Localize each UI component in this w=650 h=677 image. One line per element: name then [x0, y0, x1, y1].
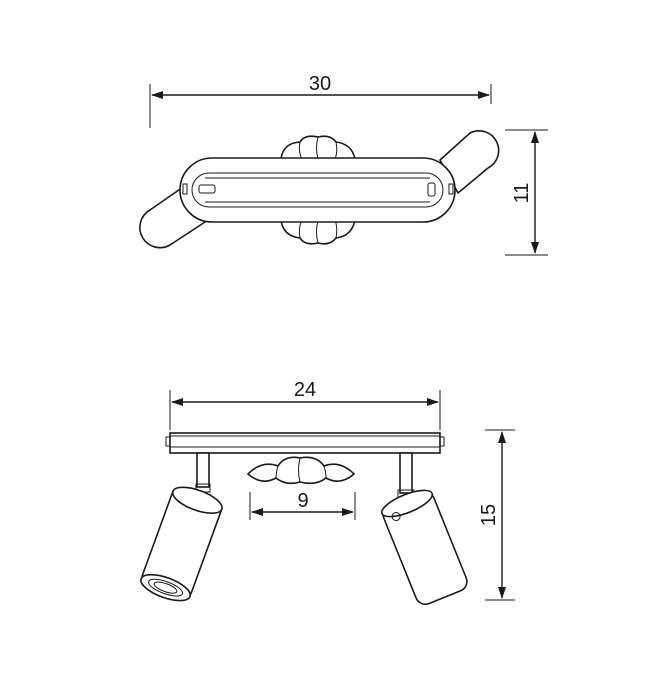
width-dimension-top: 30 [149, 73, 492, 128]
width-dimension-front: 24 [169, 379, 441, 430]
left-spotlight-front [140, 452, 223, 602]
top-view: 30 [139, 73, 548, 256]
canopy-flower-front [246, 456, 356, 485]
front-view: 24 9 [140, 379, 515, 606]
width-label-top: 30 [309, 73, 331, 95]
height-label-top: 11 [511, 183, 533, 204]
right-spotlight-front [380, 452, 468, 606]
mounting-bar-top [179, 157, 456, 223]
right-spot-head-top [438, 130, 500, 195]
height-dimension-front: 15 [478, 429, 515, 601]
canopy-flower-top [280, 135, 356, 245]
canopy-dimension: 9 [249, 490, 356, 520]
width-label-front: 24 [294, 379, 316, 401]
height-label-front: 15 [478, 504, 500, 526]
mounting-bar-front [165, 432, 445, 454]
canopy-label: 9 [297, 490, 308, 512]
height-dimension-top: 11 [505, 129, 548, 256]
